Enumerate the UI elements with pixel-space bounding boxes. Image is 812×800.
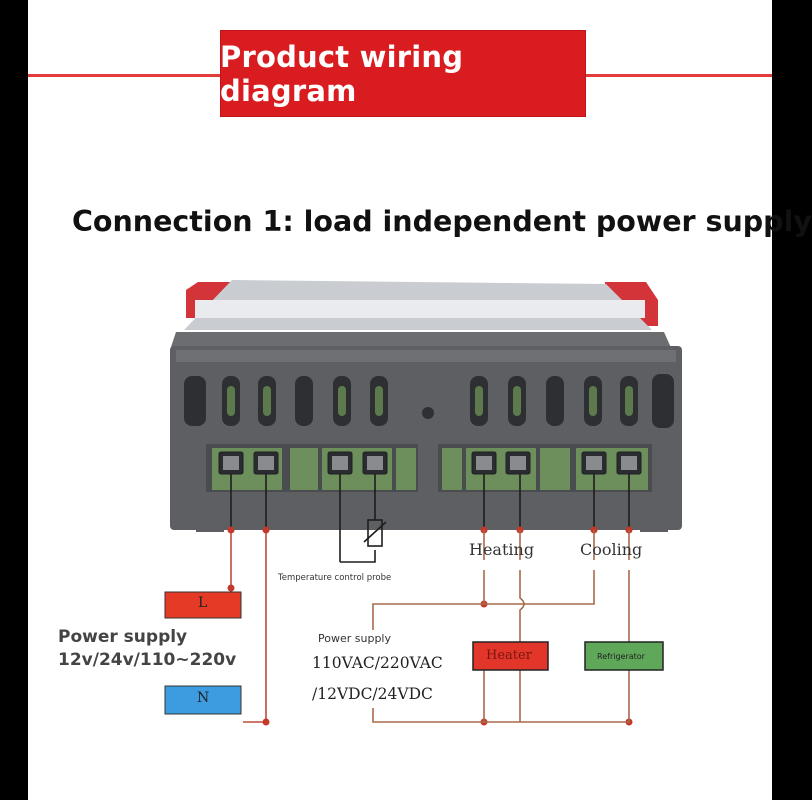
- left-supply-voltage: 12v/24v/110~220v: [58, 650, 237, 670]
- right-supply-line1: 110VAC/220VAC: [312, 654, 443, 672]
- L-label: L: [198, 595, 208, 611]
- right-supply-title: Power supply: [318, 632, 391, 645]
- left-border: [0, 0, 28, 800]
- controller-device: [170, 280, 682, 532]
- N-terminal-box: [164, 685, 242, 715]
- connection-title: Connection 1: load independent power sup…: [72, 205, 812, 238]
- heating-label: Heating: [469, 540, 535, 559]
- N-label: N: [197, 690, 210, 706]
- right-border: [772, 0, 800, 800]
- device-body: [170, 346, 682, 530]
- device-top-lip: [170, 332, 672, 350]
- refrigerator-box: [584, 641, 664, 671]
- load-wiring: [372, 530, 630, 723]
- probe-wiring: [340, 519, 387, 563]
- probe-label: Temperature control probe: [278, 573, 392, 583]
- device-screw-hole: [422, 407, 434, 419]
- heater-label: Heater: [486, 648, 532, 663]
- right-supply-line2: /12VDC/24VDC: [312, 685, 433, 703]
- refrigerator-label: Refrigerator: [597, 652, 645, 661]
- terminal-leads: [230, 474, 630, 562]
- heater-box: [472, 641, 549, 671]
- left-supply-title: Power supply: [58, 627, 188, 647]
- header-banner: Product wiring diagram: [220, 30, 586, 117]
- device-top-highlight: [195, 300, 645, 318]
- device-body-band: [176, 350, 676, 362]
- header-title: Product wiring diagram: [220, 39, 464, 108]
- L-terminal-box: [164, 591, 242, 619]
- cooling-label: Cooling: [580, 540, 643, 559]
